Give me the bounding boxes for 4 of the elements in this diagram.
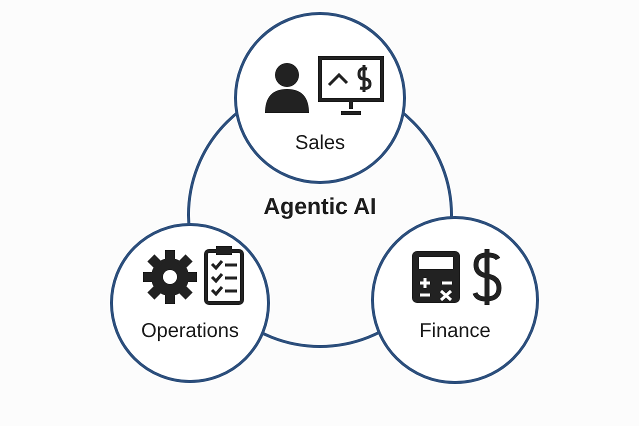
- circle-label: Operations: [140, 320, 240, 343]
- circle-label: Finance: [418, 320, 492, 343]
- circle-label: Agentic AI: [262, 193, 378, 220]
- circle-label: Sales: [294, 132, 346, 155]
